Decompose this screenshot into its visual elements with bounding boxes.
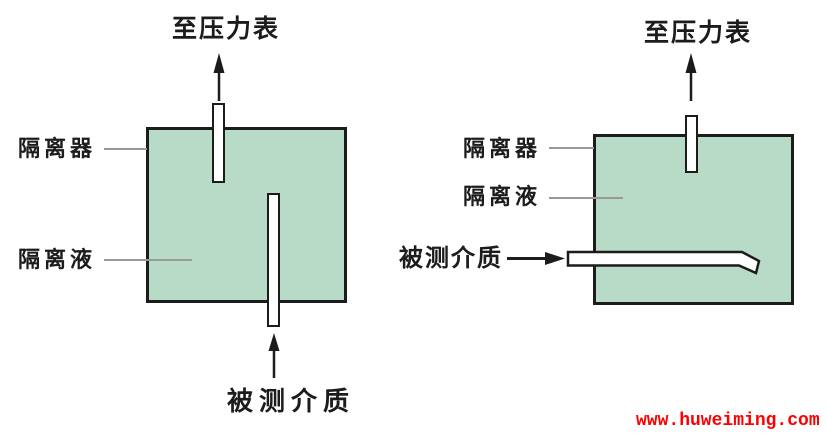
to-pressure-gauge-label: 至压力表 bbox=[172, 15, 281, 43]
leader-line-isolation-liquid bbox=[549, 197, 623, 199]
gauge-pipe bbox=[212, 103, 225, 183]
isolator-label: 隔离器 bbox=[18, 136, 97, 161]
isolator-label: 隔离器 bbox=[463, 136, 542, 161]
up-arrow-icon bbox=[213, 53, 225, 101]
up-arrow-icon bbox=[685, 53, 697, 101]
measured-medium-label: 被测介质 bbox=[227, 386, 356, 416]
medium-pipe bbox=[566, 250, 761, 275]
up-arrow-icon bbox=[268, 333, 280, 378]
leader-line-isolator bbox=[104, 148, 147, 150]
measured-medium-label: 被测介质 bbox=[399, 245, 503, 272]
watermark-text: www.huweiming.com bbox=[636, 411, 820, 431]
isolation-liquid-label: 隔离液 bbox=[463, 184, 542, 209]
medium-pipe bbox=[267, 193, 280, 327]
right-arrow-icon bbox=[507, 252, 565, 265]
gauge-pipe bbox=[685, 115, 698, 173]
isolator-vessel bbox=[146, 127, 347, 303]
isolation-liquid-label: 隔离液 bbox=[18, 247, 97, 272]
to-pressure-gauge-label: 至压力表 bbox=[644, 19, 753, 47]
leader-line-isolation-liquid bbox=[104, 259, 192, 261]
leader-line-isolator bbox=[549, 147, 594, 149]
